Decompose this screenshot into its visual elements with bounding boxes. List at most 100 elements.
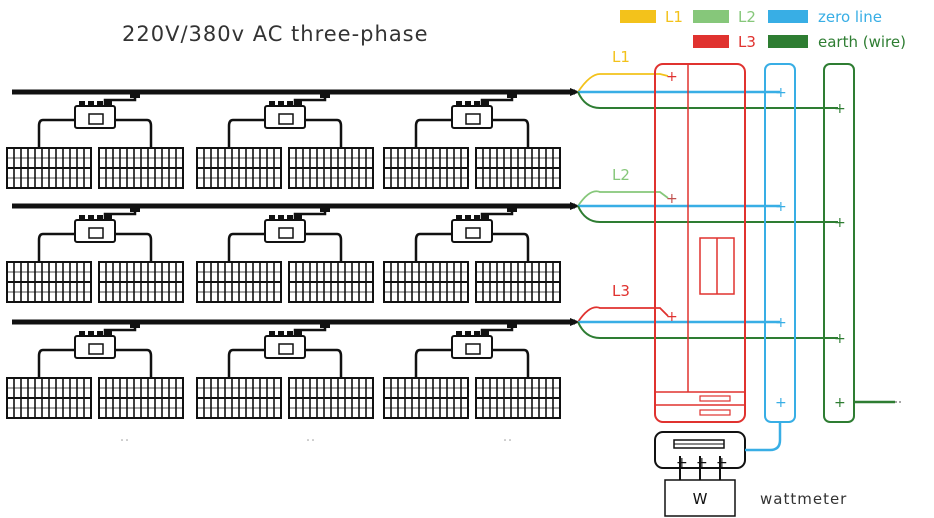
meter-lead-marker: +: [696, 455, 708, 471]
zero-terminal-marker: +: [775, 199, 787, 215]
earth-wire: [577, 205, 838, 223]
earth-terminal-marker: +: [834, 395, 846, 411]
array-dot: [509, 439, 511, 441]
microinverter-icon: [451, 331, 493, 359]
earth-bus-frame: [823, 63, 855, 423]
phase-label: L3: [612, 282, 630, 300]
microinverter-icon: [451, 101, 493, 129]
microinverter-icon: [264, 331, 306, 359]
pv-module-unit: [196, 204, 374, 303]
array-dot: [121, 439, 123, 441]
pv-module-unit: [383, 204, 561, 303]
solar-panel-icon: [98, 147, 184, 189]
legend-earth-label: earth (wire): [818, 33, 906, 51]
trunk-end-cap: [570, 318, 580, 326]
earth-wire: [577, 91, 838, 109]
legend-zero-label: zero line: [818, 8, 882, 26]
solar-panel-icon: [196, 377, 282, 419]
zero-terminal-marker: +: [775, 395, 787, 411]
earth-bus: [823, 63, 903, 423]
microinverter-icon: [451, 215, 493, 243]
legend: L1 L2 zero line L3 earth (wire): [620, 8, 906, 51]
pv-module-unit: [6, 204, 184, 303]
breaker-icon: [699, 237, 735, 295]
microinverter-icon: [264, 101, 306, 129]
phase-terminal-marker: +: [666, 69, 678, 85]
phase-terminal-marker: +: [666, 309, 678, 325]
meter-icon: + + + W wattmeter: [654, 422, 847, 517]
solar-row: [6, 318, 580, 419]
wattmeter-label: wattmeter: [760, 490, 847, 508]
array-dot: [312, 439, 314, 441]
phase-terminal-marker: +: [666, 191, 678, 207]
solar-panel-icon: [288, 147, 374, 189]
earth-terminal-marker: +: [834, 101, 846, 117]
solar-panel-icon: [475, 261, 561, 303]
meter-lead-marker: +: [716, 455, 728, 471]
wattmeter-symbol: W: [693, 490, 708, 508]
phase-wire: [577, 73, 669, 93]
legend-l3-label: L3: [738, 33, 756, 51]
meter-lead-markers: + + +: [676, 455, 728, 471]
legend-l2-label: L2: [738, 8, 756, 26]
solar-panel-icon: [98, 377, 184, 419]
legend-l1-label: L1: [665, 8, 683, 26]
solar-row: [6, 202, 580, 303]
pv-module-unit: [383, 90, 561, 189]
microinverter-icon: [74, 101, 116, 129]
solar-panel-icon: [6, 377, 92, 419]
solar-array: [6, 88, 580, 441]
trunk-end-cap: [570, 202, 580, 210]
microinverter-icon: [264, 215, 306, 243]
array-dot: [504, 439, 506, 441]
earth-wire: [577, 321, 838, 339]
phase-label: L2: [612, 166, 630, 184]
wattmeter-box: [664, 479, 736, 517]
solar-row: [6, 88, 580, 189]
distribution-box: [654, 63, 746, 423]
solar-panel-icon: [383, 261, 469, 303]
pv-module-unit: [383, 320, 561, 419]
earth-terminal-marker: +: [834, 215, 846, 231]
legend-earth-swatch: [768, 35, 808, 48]
pv-module-unit: [196, 90, 374, 189]
meter-leads: [679, 456, 721, 480]
diagram-title: 220V/380v AC three-phase: [122, 22, 429, 46]
array-dot: [307, 439, 309, 441]
legend-l2-swatch: [693, 10, 729, 23]
zero-line-bus-frame: [764, 63, 796, 423]
distribution-box-frame: [654, 63, 746, 423]
solar-panel-icon: [475, 377, 561, 419]
solar-panel-icon: [98, 261, 184, 303]
zero-terminal-marker: +: [775, 315, 787, 331]
pv-module-unit: [196, 320, 374, 419]
pv-module-unit: [6, 90, 184, 189]
trunk-end-cap: [570, 88, 580, 96]
solar-panel-icon: [6, 147, 92, 189]
phase-wire: [577, 306, 669, 323]
distribution-box-bottom-slot-1: [699, 395, 731, 402]
solar-panel-icon: [196, 261, 282, 303]
array-dot: [126, 439, 128, 441]
legend-l1-swatch: [620, 10, 656, 23]
meter-lead-marker: +: [676, 455, 688, 471]
zero-line-bus: [764, 63, 796, 423]
pv-module-unit: [6, 320, 184, 419]
solar-panel-icon: [383, 377, 469, 419]
solar-panel-icon: [475, 147, 561, 189]
terminal-markers: +++++++++++: [666, 69, 846, 411]
solar-panel-icon: [6, 261, 92, 303]
phase-label: L1: [612, 48, 630, 66]
microinverter-icon: [74, 331, 116, 359]
solar-panel-icon: [288, 261, 374, 303]
legend-l3-swatch: [693, 35, 729, 48]
solar-panel-icon: [383, 147, 469, 189]
distribution-box-bottom-slot-2: [699, 409, 731, 416]
phase-wire: [577, 190, 669, 207]
earth-terminal-marker: +: [834, 331, 846, 347]
solar-panel-icon: [196, 147, 282, 189]
legend-zero-swatch: [768, 10, 808, 23]
